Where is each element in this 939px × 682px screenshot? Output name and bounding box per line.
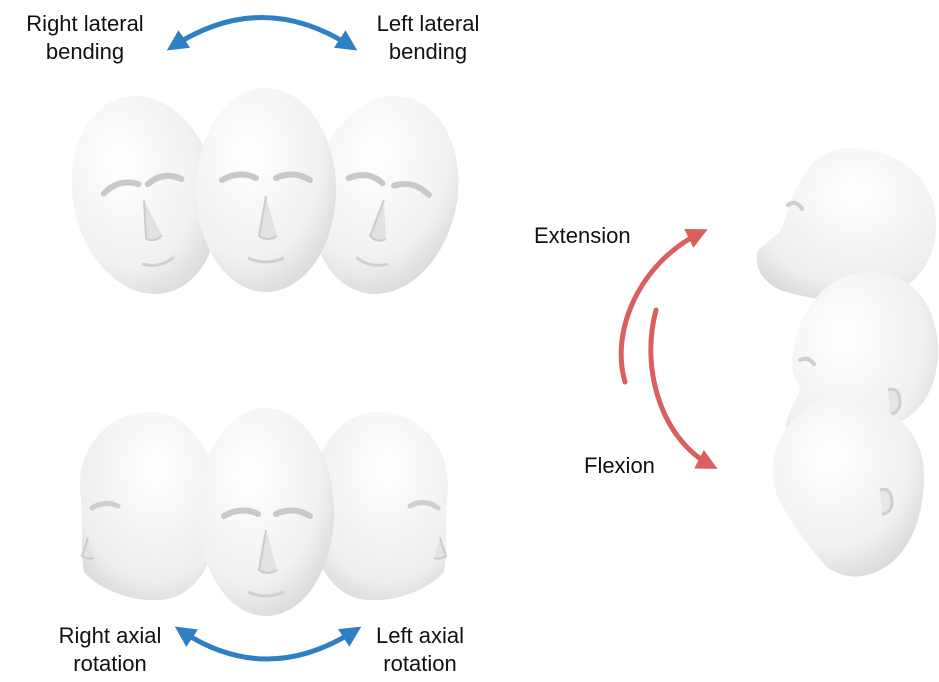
label-right-axial-rotation-line1: Right axial xyxy=(40,622,180,650)
flexion-arrow xyxy=(651,310,712,466)
label-flexion: Flexion xyxy=(584,452,655,480)
extension-arrow xyxy=(621,232,702,382)
lateral-bending-arrow xyxy=(172,18,352,48)
sagittal-group xyxy=(621,148,938,577)
label-left-axial-rotation-line2: rotation xyxy=(358,650,482,678)
label-right-lateral-bending-line1: Right lateral xyxy=(8,10,162,38)
label-right-axial-rotation-line2: rotation xyxy=(40,650,180,678)
label-left-lateral-bending: Left lateral bending xyxy=(358,10,498,66)
head-neutral-top xyxy=(196,88,336,292)
label-right-lateral-bending-line2: bending xyxy=(8,38,162,66)
label-left-axial-rotation-line1: Left axial xyxy=(358,622,482,650)
head-neutral-bottom xyxy=(198,408,334,616)
axial-rotation-arrow xyxy=(180,630,356,659)
label-left-axial-rotation: Left axial rotation xyxy=(358,622,482,678)
head-flexion xyxy=(773,400,924,577)
label-extension: Extension xyxy=(534,222,631,250)
label-right-axial-rotation: Right axial rotation xyxy=(40,622,180,678)
label-right-lateral-bending: Right lateral bending xyxy=(8,10,162,66)
label-left-lateral-bending-line1: Left lateral xyxy=(358,10,498,38)
label-left-lateral-bending-line2: bending xyxy=(358,38,498,66)
head-right-axial-rotation xyxy=(80,412,219,600)
